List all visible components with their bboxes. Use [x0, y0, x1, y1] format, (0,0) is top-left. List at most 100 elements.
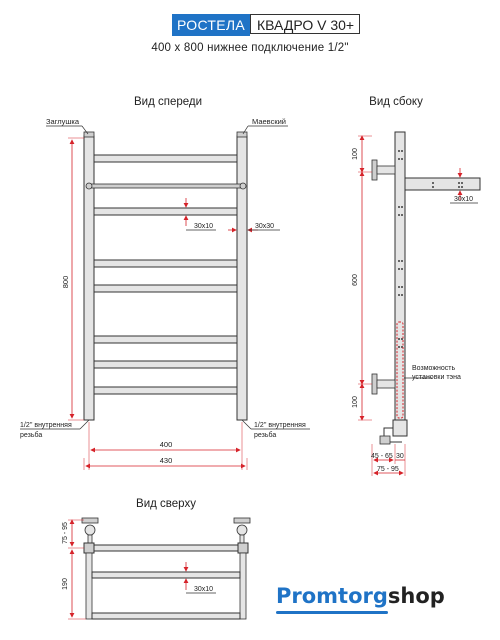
heater-note-line1: Возможность — [412, 365, 455, 372]
shelf-bar — [91, 571, 241, 579]
bar — [93, 207, 238, 216]
plug-leader — [81, 125, 89, 135]
plug-label: Заглушка — [46, 117, 80, 126]
middle-label: 600 — [352, 274, 359, 286]
bar-dot — [398, 214, 400, 216]
shelf-rod-end — [239, 182, 247, 190]
right-bracket-stem — [239, 534, 245, 544]
right-inlet-label-line2: резьба — [254, 431, 276, 439]
model-label: КВАДРО V 30+ — [250, 14, 360, 34]
shelf-left-arm — [85, 552, 93, 620]
bar-dot — [401, 260, 403, 262]
right-bracket-round — [236, 524, 248, 536]
right-inlet-label-line1: 1/2'' внутренняя — [254, 422, 306, 429]
bar-dot — [398, 150, 400, 152]
left-inlet-leader — [79, 419, 90, 430]
bar-dot — [398, 260, 400, 262]
top-wall-range-label: 75 - 95 — [62, 522, 69, 544]
arm-dot — [458, 182, 460, 184]
bar-dot — [401, 158, 403, 160]
vent-label: Маевский — [252, 117, 286, 126]
top-depth-label: 190 — [62, 578, 69, 590]
bar-dot — [401, 150, 403, 152]
inner-width-label: 400 — [160, 440, 173, 449]
bar-dot — [398, 338, 400, 340]
top-view: Вид сверху 75 - 95 190 30х10 — [62, 498, 251, 620]
bar — [93, 360, 238, 369]
top-view-title: Вид сверху — [136, 498, 196, 510]
right-inlet-leader — [241, 419, 252, 430]
bar-dot — [401, 214, 403, 216]
subtitle: 400 х 800 нижнее подключение 1/2" — [151, 42, 349, 54]
bottom-wall-bracket-arm — [376, 379, 396, 389]
top-front-bar — [93, 544, 239, 552]
left-rail-top — [83, 542, 95, 554]
arm-dot — [458, 186, 460, 188]
bar — [93, 386, 238, 395]
left-rail — [83, 135, 95, 421]
bottom-offset-label: 100 — [352, 396, 359, 408]
depth-range-label: 45 - 65 — [371, 453, 393, 460]
bar-dot — [398, 268, 400, 270]
left-bracket-stem — [87, 534, 93, 544]
side-view-title: Вид сбоку — [369, 96, 423, 108]
bar — [93, 154, 238, 163]
top-offset-label: 100 — [352, 148, 359, 160]
top-wall-bracket-arm — [376, 165, 396, 175]
bar-dot — [401, 268, 403, 270]
bar-dot — [401, 338, 403, 340]
height-label: 800 — [61, 276, 70, 289]
arm-dot — [461, 182, 463, 184]
side-view: Вид сбоку — [352, 96, 481, 476]
promtorgshop-logo: Promtorgshop — [276, 584, 445, 614]
logo-part2: shop — [387, 584, 445, 608]
side-bar-dots — [398, 150, 403, 348]
shelf-right-arm — [239, 552, 247, 620]
front-view-title: Вид спереди — [134, 96, 202, 108]
left-rail-cap — [83, 131, 95, 138]
title-row: РОСТЕЛА КВАДРО V 30+ — [0, 14, 500, 38]
left-wall-plate — [81, 517, 99, 524]
bar — [93, 335, 238, 344]
logo-underline — [276, 611, 388, 614]
arm-dot — [432, 186, 434, 188]
vent-leader — [242, 125, 249, 135]
arm-size-label: 30х10 — [454, 196, 473, 203]
outer-width-label: 430 — [160, 456, 173, 465]
left-bracket-round — [84, 524, 96, 536]
right-rail — [236, 135, 248, 421]
bar — [93, 284, 238, 293]
left-inlet-label-line1: 1/2'' внутренняя — [20, 422, 72, 429]
bar-dot — [398, 294, 400, 296]
bar-dot — [398, 346, 400, 348]
bar-dot — [401, 286, 403, 288]
depth-small-label: 30 — [396, 453, 404, 460]
bar — [93, 259, 238, 268]
right-rail-top — [237, 542, 249, 554]
shelf-rod — [87, 183, 245, 189]
bottom-wall-bracket-plate — [371, 373, 378, 395]
bar-dot — [401, 294, 403, 296]
right-wall-plate — [233, 517, 251, 524]
right-rail-cap — [236, 131, 248, 138]
bar-dot — [398, 206, 400, 208]
brand-label: РОСТЕЛА — [172, 14, 250, 36]
logo-part1: Promtorg — [276, 584, 388, 608]
left-inlet-label-line2: резьба — [20, 431, 42, 439]
bottom-inlet — [379, 435, 391, 445]
shelf-rod-end — [85, 182, 93, 190]
heater-element — [396, 321, 404, 419]
bar-size-label: 30х10 — [194, 223, 213, 230]
bar-dot — [398, 286, 400, 288]
bar-dot — [398, 158, 400, 160]
bar-dot — [401, 206, 403, 208]
arm-dot — [432, 182, 434, 184]
front-bars — [93, 154, 238, 395]
bottom-connector — [392, 419, 408, 437]
heater-note-line2: установки тэна — [412, 374, 461, 381]
wall-range-label: 75 - 95 — [377, 466, 399, 473]
bottom-elbow — [383, 427, 402, 443]
arm-dot — [461, 186, 463, 188]
front-view: Вид спереди Заглушка Маевский — [20, 96, 310, 470]
